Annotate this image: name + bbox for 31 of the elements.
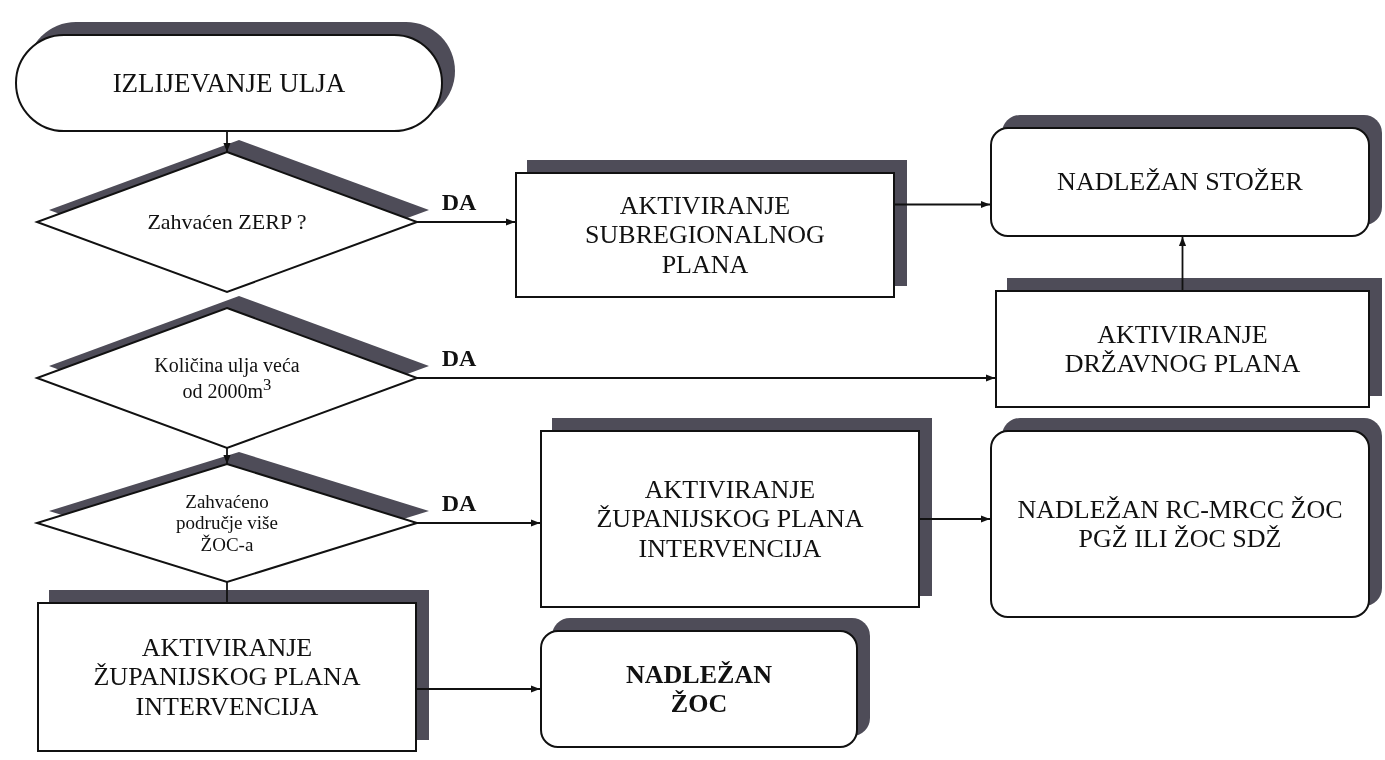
arrow: [894, 200, 991, 209]
terminator-box: [15, 22, 455, 132]
decision-diamond: [37, 452, 429, 582]
arrow: [416, 519, 541, 527]
node-text: AKTIVIRANJE ŽUPANIJSKOG PLANA INTERVENCIJA: [92, 633, 362, 721]
arrow: [416, 218, 516, 226]
process-box: [540, 418, 932, 608]
process-box: [515, 160, 907, 298]
arrow: [223, 447, 231, 465]
arrow: [416, 374, 996, 382]
node-text: AKTIVIRANJE DRŽAVNOG PLANA: [1063, 319, 1302, 379]
rounded-box: [990, 418, 1382, 618]
node-text: AKTIVIRANJE SUBREGIONALNOG PLANA: [584, 191, 826, 279]
rounded-box: [990, 115, 1382, 237]
arrow: [416, 685, 541, 693]
node-text: NADLEŽAN ŽOC: [625, 659, 773, 719]
node-text: AKTIVIRANJE ŽUPANIJSKOG PLANA INTERVENCIJA: [595, 475, 865, 563]
process-box: [995, 278, 1382, 408]
rounded-box: [540, 618, 870, 748]
decision-diamond: [37, 296, 429, 448]
arrow: [223, 131, 231, 153]
decision-diamond: [37, 140, 429, 292]
node-text: NADLEŽAN STOŽER: [1057, 167, 1303, 197]
node-text: Količina ulja veća od 2000m$^{3}$: [153, 353, 301, 403]
node-text: Zahvaćen ZERP ?: [147, 209, 307, 235]
node-text: NADLEŽAN RC-MRCC ŽOC PGŽ ILI ŽOC SDŽ: [1016, 494, 1344, 554]
node-text: Zahvaćeno područje više ŽOC-a: [175, 491, 279, 555]
arrow: [1178, 236, 1187, 291]
process-box: [37, 590, 429, 752]
arrow: [919, 515, 991, 523]
node-text: IZLIJEVANJE ULJA: [112, 67, 346, 99]
